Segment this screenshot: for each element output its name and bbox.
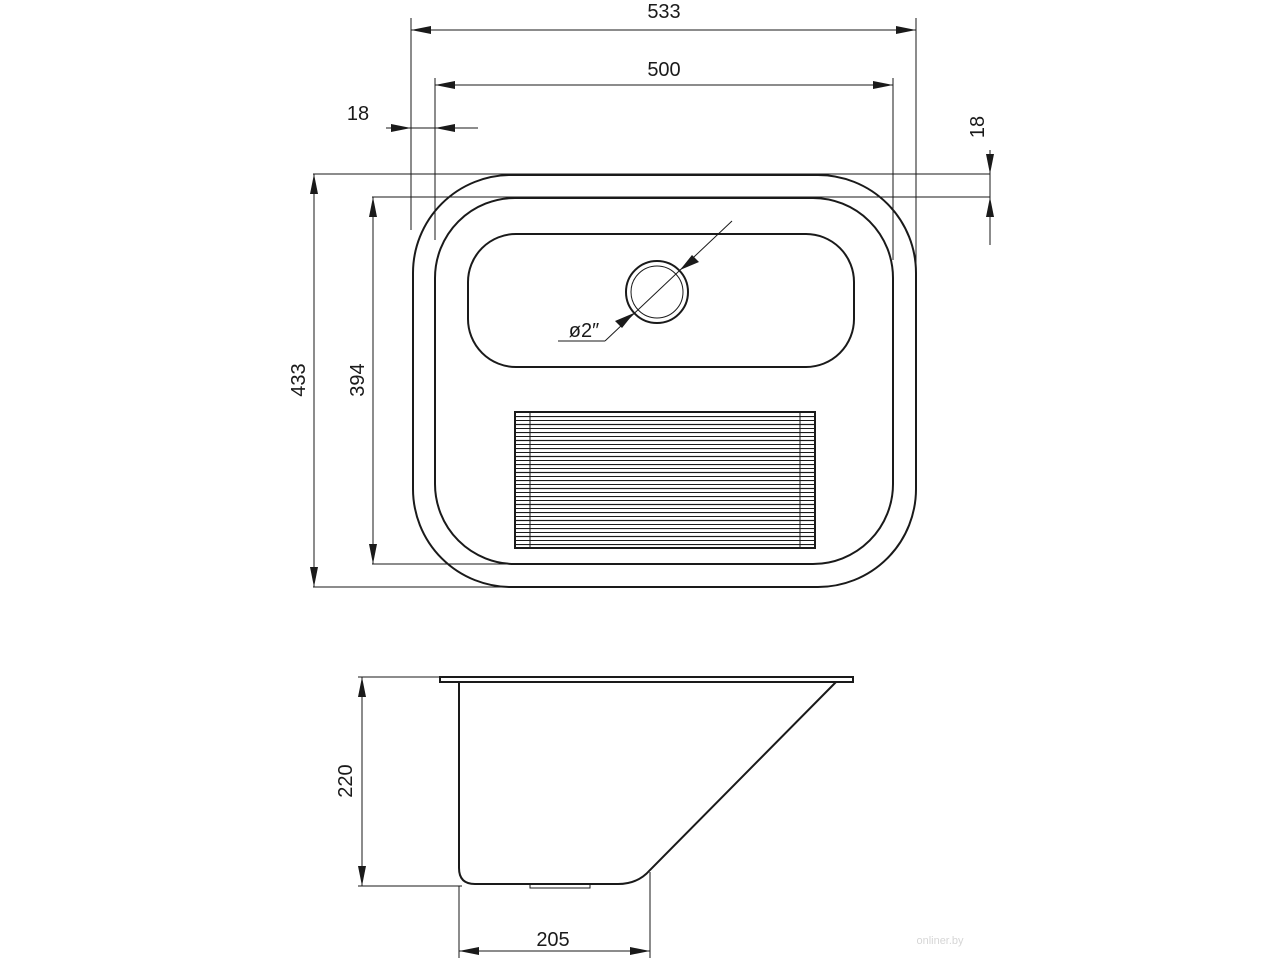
basin-well-outline <box>467 233 855 368</box>
dimension-outer-width: 533 <box>410 1 917 270</box>
outer-depth-label: 433 <box>288 363 310 396</box>
sink-inner-outline <box>434 197 894 565</box>
dimension-outer-depth: 433 <box>288 174 510 588</box>
top-view <box>412 174 917 588</box>
dimension-inner-width: 500 <box>434 59 894 260</box>
bottom-width-label: 205 <box>536 929 569 951</box>
flange-left-label: 18 <box>347 103 369 125</box>
side-view <box>439 676 854 889</box>
drain-profile <box>529 883 591 889</box>
rim-profile <box>439 676 854 683</box>
dimension-flange-left: 18 <box>347 103 478 132</box>
outer-width-label: 533 <box>647 1 680 23</box>
dimension-bottom-width: 205 <box>458 872 651 958</box>
dimension-inner-depth: 394 <box>347 197 520 565</box>
drain-outer <box>625 260 689 324</box>
basin-profile <box>458 681 837 885</box>
dimension-drain: ø2″ <box>558 220 733 342</box>
sink-outer-outline <box>412 174 917 588</box>
washboard-ribs <box>514 411 816 549</box>
dimension-basin-height: 220 <box>335 676 462 887</box>
drain-diameter-label: ø2″ <box>569 320 599 342</box>
inner-width-label: 500 <box>647 59 680 81</box>
watermark: onliner.by <box>916 935 964 947</box>
inner-depth-label: 394 <box>347 363 369 396</box>
flange-top-label: 18 <box>967 116 989 138</box>
dimension-flange-top: 18 <box>313 116 994 245</box>
basin-height-label: 220 <box>335 764 357 797</box>
drain-inner <box>630 265 684 319</box>
